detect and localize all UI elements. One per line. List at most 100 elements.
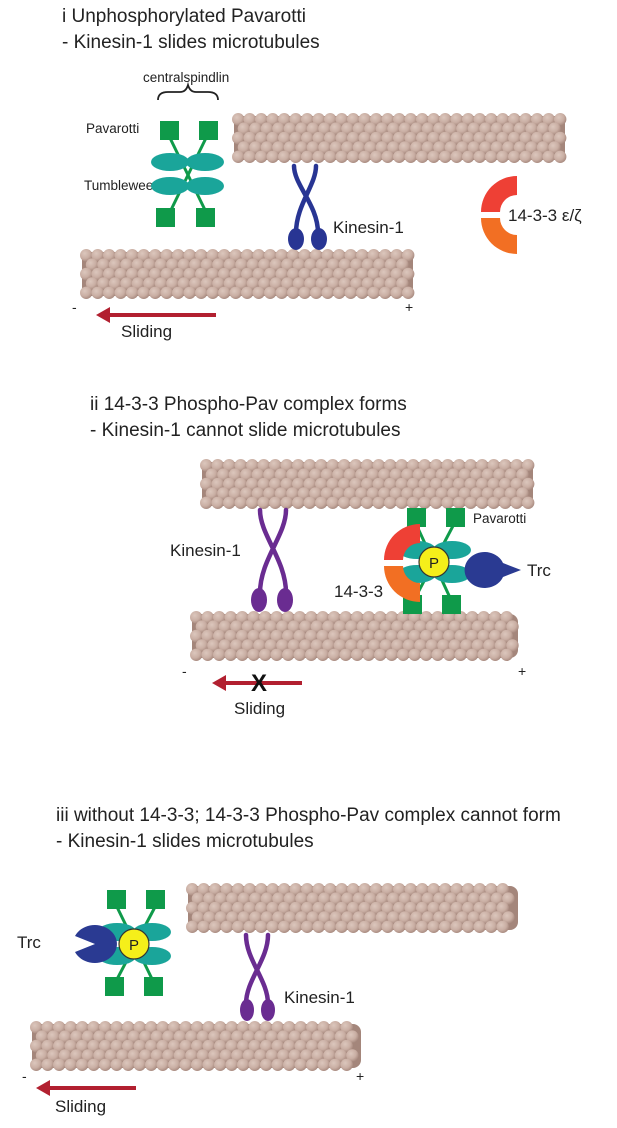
tubulin-subunit	[292, 459, 305, 472]
tubulin-subunit	[263, 487, 276, 500]
tubulin-subunit	[496, 920, 509, 933]
tubulin-subunit	[437, 639, 450, 652]
tubulin-subunit	[435, 487, 449, 500]
tubulin-subunit	[439, 131, 452, 145]
tubulin-subunit	[385, 648, 398, 661]
pavarotti-head	[105, 977, 124, 996]
panel-ii: ii 14-3-3 Phospho-Pav complex forms - Ki…	[90, 394, 551, 718]
tubulin-subunit	[470, 468, 483, 481]
tubulin-subunit	[338, 496, 351, 509]
tubulin-subunit	[356, 639, 370, 652]
tubulin-subunit	[108, 277, 122, 290]
tubulin-subunit	[479, 911, 492, 924]
tubulin-subunit	[384, 496, 397, 509]
panel-i-minus-sign: -	[72, 299, 77, 315]
panel-iii-top-microtubule	[186, 883, 518, 933]
tubulin-subunit	[450, 920, 463, 933]
tubulin-subunit	[350, 277, 363, 290]
tubulin-subunit	[402, 620, 416, 633]
tubulin-subunit	[318, 911, 331, 924]
tubulin-subunit	[149, 286, 162, 299]
tubulin-subunit	[318, 892, 331, 905]
pavarotti-head	[146, 890, 165, 909]
tubulin-subunit	[341, 911, 354, 924]
tubulin-subunit	[70, 1030, 83, 1043]
tubulin-subunit	[338, 459, 351, 472]
tubulin-subunit	[466, 648, 479, 661]
tubulin-subunit	[280, 477, 293, 491]
tubulin-subunit	[311, 1049, 325, 1062]
tubulin-subunit	[80, 286, 93, 299]
tubulin-subunit	[300, 1049, 313, 1062]
tubulin-subunit	[324, 131, 337, 145]
tubulin-subunit	[104, 1049, 118, 1062]
tubulin-subunit	[195, 639, 209, 652]
panel-ii-bottom-microtubule	[190, 611, 519, 661]
tubulin-subunit	[214, 892, 228, 905]
tubulin-subunit	[137, 249, 150, 262]
14-3-3-red-half	[481, 176, 517, 212]
tubulin-subunit	[464, 459, 477, 472]
tubulin-subunit	[228, 487, 242, 500]
tubulin-subunit	[318, 122, 331, 135]
panel-i-pavarotti-label: Pavarotti	[86, 121, 139, 136]
phosphate-label: P	[129, 937, 139, 954]
tubulin-subunit	[283, 911, 297, 924]
tubulin-subunit	[450, 131, 463, 145]
tubulin-subunit	[420, 611, 433, 624]
tubulin-subunit	[266, 150, 279, 163]
tubulin-subunit	[312, 150, 325, 163]
tubulin-subunit	[195, 249, 208, 262]
tubulin-subunit	[329, 1058, 342, 1072]
tubulin-subunit	[41, 1020, 54, 1034]
tubulin-subunit	[223, 496, 236, 509]
tubulin-subunit	[456, 122, 469, 135]
tubulin-subunit	[229, 267, 242, 281]
panel-ii-plus-sign: +	[518, 663, 526, 679]
panel-ii-top-microtubule	[200, 459, 535, 509]
tubulin-subunit	[479, 122, 492, 135]
tubulin-subunit	[531, 113, 544, 126]
phosphate-circle	[418, 546, 450, 578]
tumbleweed-subunit	[186, 177, 224, 195]
tubulin-subunit	[333, 620, 347, 633]
tubulin-subunit	[304, 277, 317, 290]
pavarotti-head	[196, 208, 215, 227]
tubulin-subunit	[237, 141, 251, 154]
tubulin-subunit	[420, 629, 433, 643]
tubulin-subunit	[218, 249, 231, 262]
tubulin-subunit	[519, 131, 532, 145]
tubulin-subunit	[346, 1030, 359, 1043]
tubulin-subunit	[99, 1058, 112, 1072]
tubulin-subunit	[203, 892, 216, 905]
tubulin-subunit	[172, 267, 185, 281]
pavarotti-stalk	[168, 137, 208, 213]
tubulin-subunit	[232, 883, 245, 896]
tubulin-subunit	[207, 639, 220, 652]
panel-i-sliding-label: Sliding	[121, 322, 172, 341]
tubulin-subunit	[87, 1039, 100, 1053]
tubulin-subunit	[404, 920, 417, 933]
tubulin-subunit	[433, 141, 446, 154]
tubulin-subunit	[397, 611, 410, 624]
tubulin-subunit	[467, 141, 481, 154]
tubulin-subunit	[218, 639, 232, 652]
tubulin-subunit	[404, 883, 417, 896]
tubulin-subunit	[226, 911, 239, 924]
tubulin-subunit	[379, 267, 392, 281]
tubulin-subunit	[287, 639, 301, 652]
tubulin-subunit	[447, 487, 460, 500]
tubulin-subunit	[190, 648, 203, 661]
tubulin-subunit	[326, 477, 339, 491]
tubulin-subunit	[260, 122, 274, 135]
tubulin-subunit	[205, 487, 219, 500]
tubulin-subunit	[80, 249, 93, 262]
tubulin-subunit	[315, 477, 328, 491]
tubulin-subunit	[395, 496, 408, 509]
tubulin-subunit	[223, 477, 236, 491]
tubulin-subunit	[329, 141, 343, 154]
tubulin-subunit	[421, 892, 435, 905]
tubulin-subunit	[120, 258, 133, 271]
tubulin-subunit	[122, 1039, 135, 1053]
tubulin-subunit	[289, 901, 302, 915]
